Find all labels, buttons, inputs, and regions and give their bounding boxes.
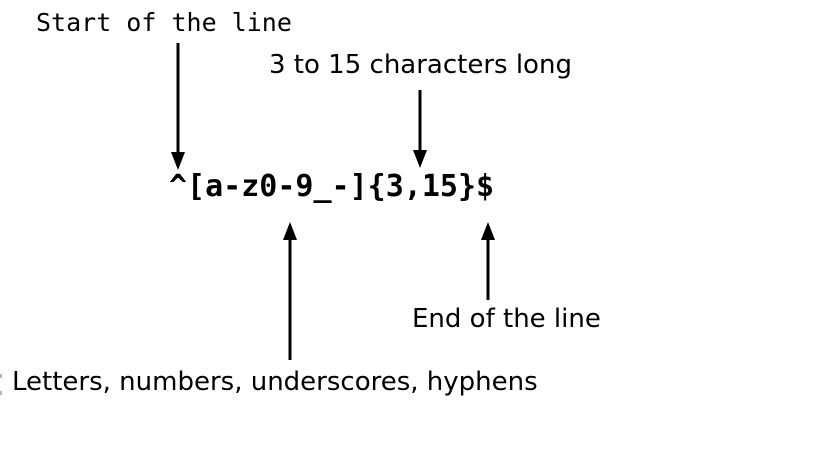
label-end-of-line: End of the line (412, 304, 601, 334)
left-edge-crop-artifact (0, 374, 2, 378)
arrow-length-quantifier-down-icon (413, 90, 427, 168)
left-edge-crop-artifact (0, 391, 2, 395)
arrow-shaft (176, 43, 180, 154)
arrow-start-of-line-down-icon (171, 43, 185, 170)
arrow-character-class-up-icon (283, 222, 297, 360)
arrow-head (481, 222, 495, 240)
label-length-quantifier: 3 to 15 characters long (269, 50, 572, 80)
arrow-shaft (418, 90, 422, 152)
arrow-head (413, 150, 427, 168)
arrow-shaft (486, 238, 490, 300)
label-character-class: Letters, numbers, underscores, hyphens (12, 367, 538, 397)
regex-pattern-text: ^[a-z0-9_-]{3,15}$ (169, 169, 495, 204)
arrow-head (283, 222, 297, 240)
arrow-head (171, 152, 185, 170)
arrow-shaft (288, 238, 292, 360)
arrow-end-of-line-up-icon (481, 222, 495, 300)
label-start-of-line: Start of the line (36, 8, 292, 37)
